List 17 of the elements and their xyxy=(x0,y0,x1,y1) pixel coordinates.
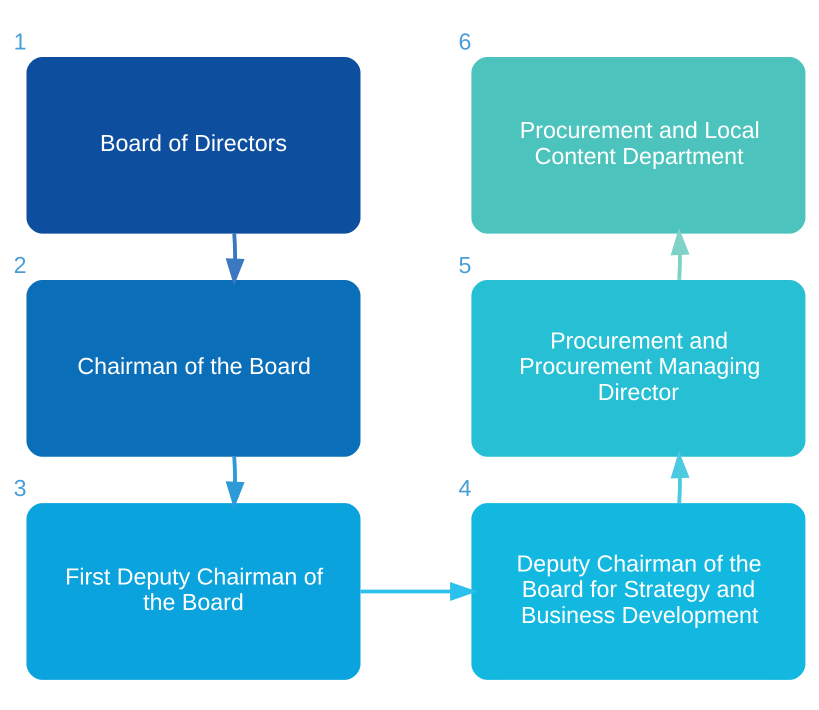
node-label: 5 xyxy=(458,251,472,278)
node-label: 4 xyxy=(458,474,472,500)
node-box: Procurement and Local Content Department xyxy=(471,56,806,234)
arrow xyxy=(226,233,245,286)
node-label: 1 xyxy=(14,28,26,54)
node-box: Procurement and Procurement Managing Director xyxy=(471,280,806,456)
arrow xyxy=(670,227,690,280)
arrow xyxy=(670,450,690,503)
arrow xyxy=(226,456,245,508)
arrow xyxy=(360,582,478,600)
node-label: 3 xyxy=(14,474,26,500)
node-box: First Deputy Chairman of the Board xyxy=(26,502,360,680)
node-label: 6 xyxy=(458,28,472,54)
node-box: Chairman of the Board xyxy=(26,280,360,456)
node-label: 2 xyxy=(14,251,26,278)
node-box: Deputy Chairman of the Board for Strategy and Business Development xyxy=(471,502,806,680)
node-box: Board of Directors xyxy=(26,56,360,234)
